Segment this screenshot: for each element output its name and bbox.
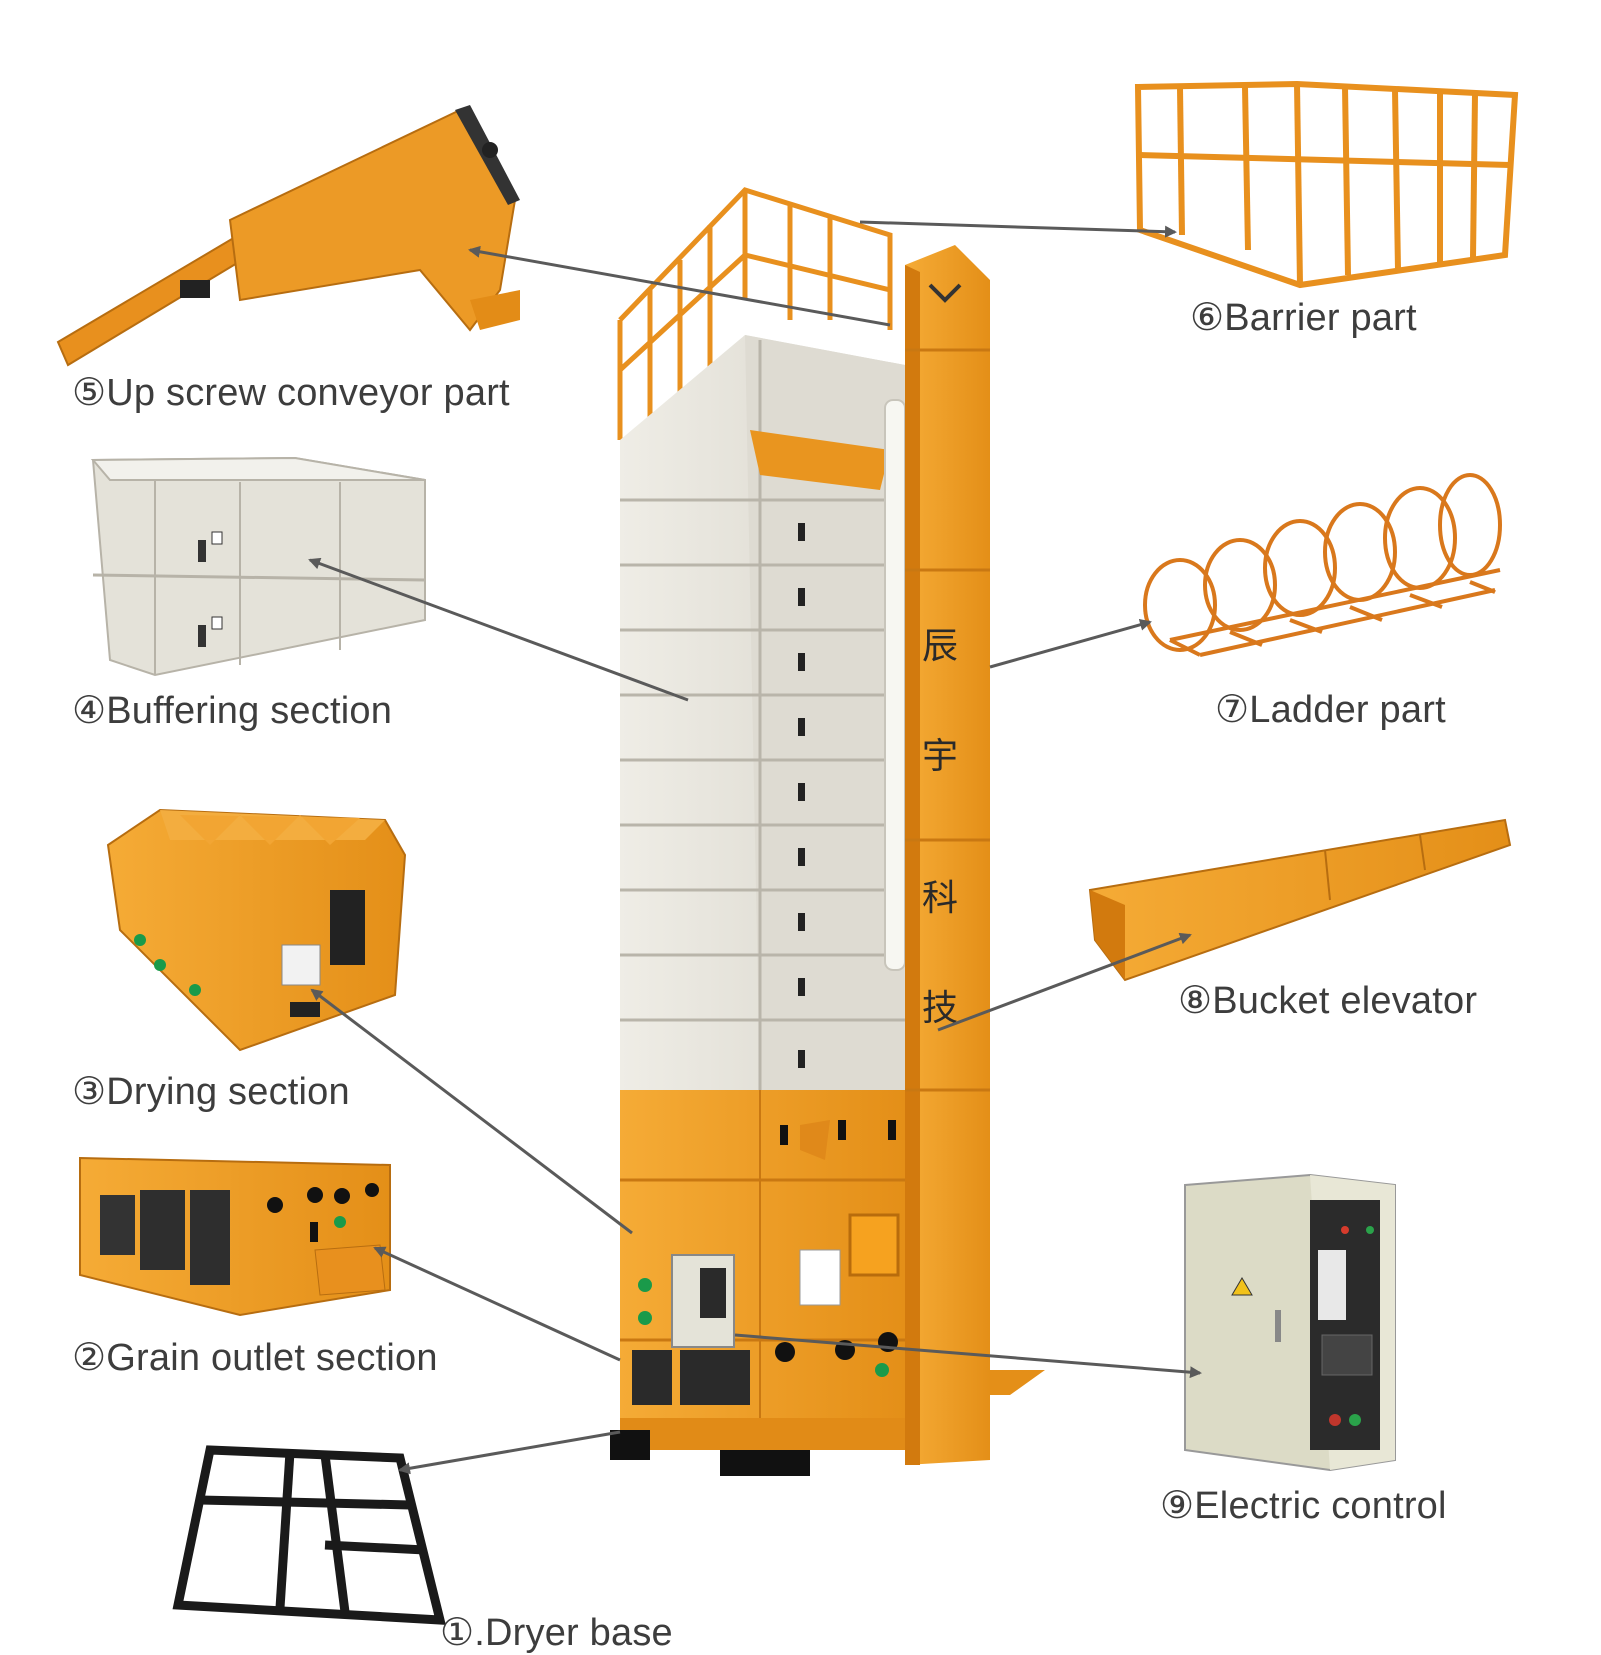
arrow-part2 (373, 1246, 621, 1362)
tower-char-2: 宇 (922, 736, 958, 777)
part8-bucket-elevator (1088, 818, 1512, 982)
tower-bin-windows (798, 523, 805, 1068)
dryer-tower: 辰 宇 科 技 (610, 187, 1045, 1476)
arrow-part4 (308, 557, 689, 702)
connector-arrows (308, 220, 1202, 1475)
tower-top-railing (617, 187, 893, 440)
arrow-part8 (937, 932, 1192, 1032)
tower-char-4: 技 (922, 988, 958, 1029)
arrow-part5 (468, 245, 891, 327)
part1-dryer-base (172, 1445, 446, 1625)
label-part4: ④Buffering section (72, 690, 393, 732)
label-part6: ⑥Barrier part (1190, 297, 1417, 339)
label-part8: ⑧Bucket elevator (1178, 980, 1478, 1022)
arrow-part9 (734, 1333, 1202, 1379)
tower-orange-base (610, 1090, 905, 1476)
label-part2: ②Grain outlet section (72, 1337, 438, 1379)
label-part9: ⑨Electric control (1160, 1485, 1447, 1527)
tower-grey-bins (620, 335, 905, 1090)
part4-buffering-section (90, 456, 426, 677)
arrow-part7 (989, 618, 1152, 669)
label-part5: ⑤Up screw conveyor part (72, 372, 510, 414)
part9-electric-control (1184, 1173, 1396, 1472)
tower-platform (750, 430, 890, 490)
arrow-part3 (310, 988, 633, 1235)
tower-char-3: 科 (922, 878, 958, 919)
label-part1: ①.Dryer base (440, 1612, 673, 1654)
tower-char-1: 辰 (922, 626, 958, 667)
part6-barrier-part (1134, 80, 1519, 289)
tower-downpipe (884, 399, 906, 971)
arrow-part1 (398, 1430, 621, 1475)
part5-up-screw-conveyor (56, 105, 520, 367)
label-part7: ⑦Ladder part (1215, 689, 1446, 731)
part3-drying-section (106, 808, 407, 1052)
arrow-part6 (859, 220, 1177, 238)
tower-elevator-column (905, 245, 1045, 1465)
part7-ladder-part (1143, 473, 1502, 657)
part2-grain-outlet-section (79, 1156, 391, 1317)
tower-control-box (671, 1254, 735, 1348)
label-part3: ③Drying section (72, 1071, 350, 1113)
